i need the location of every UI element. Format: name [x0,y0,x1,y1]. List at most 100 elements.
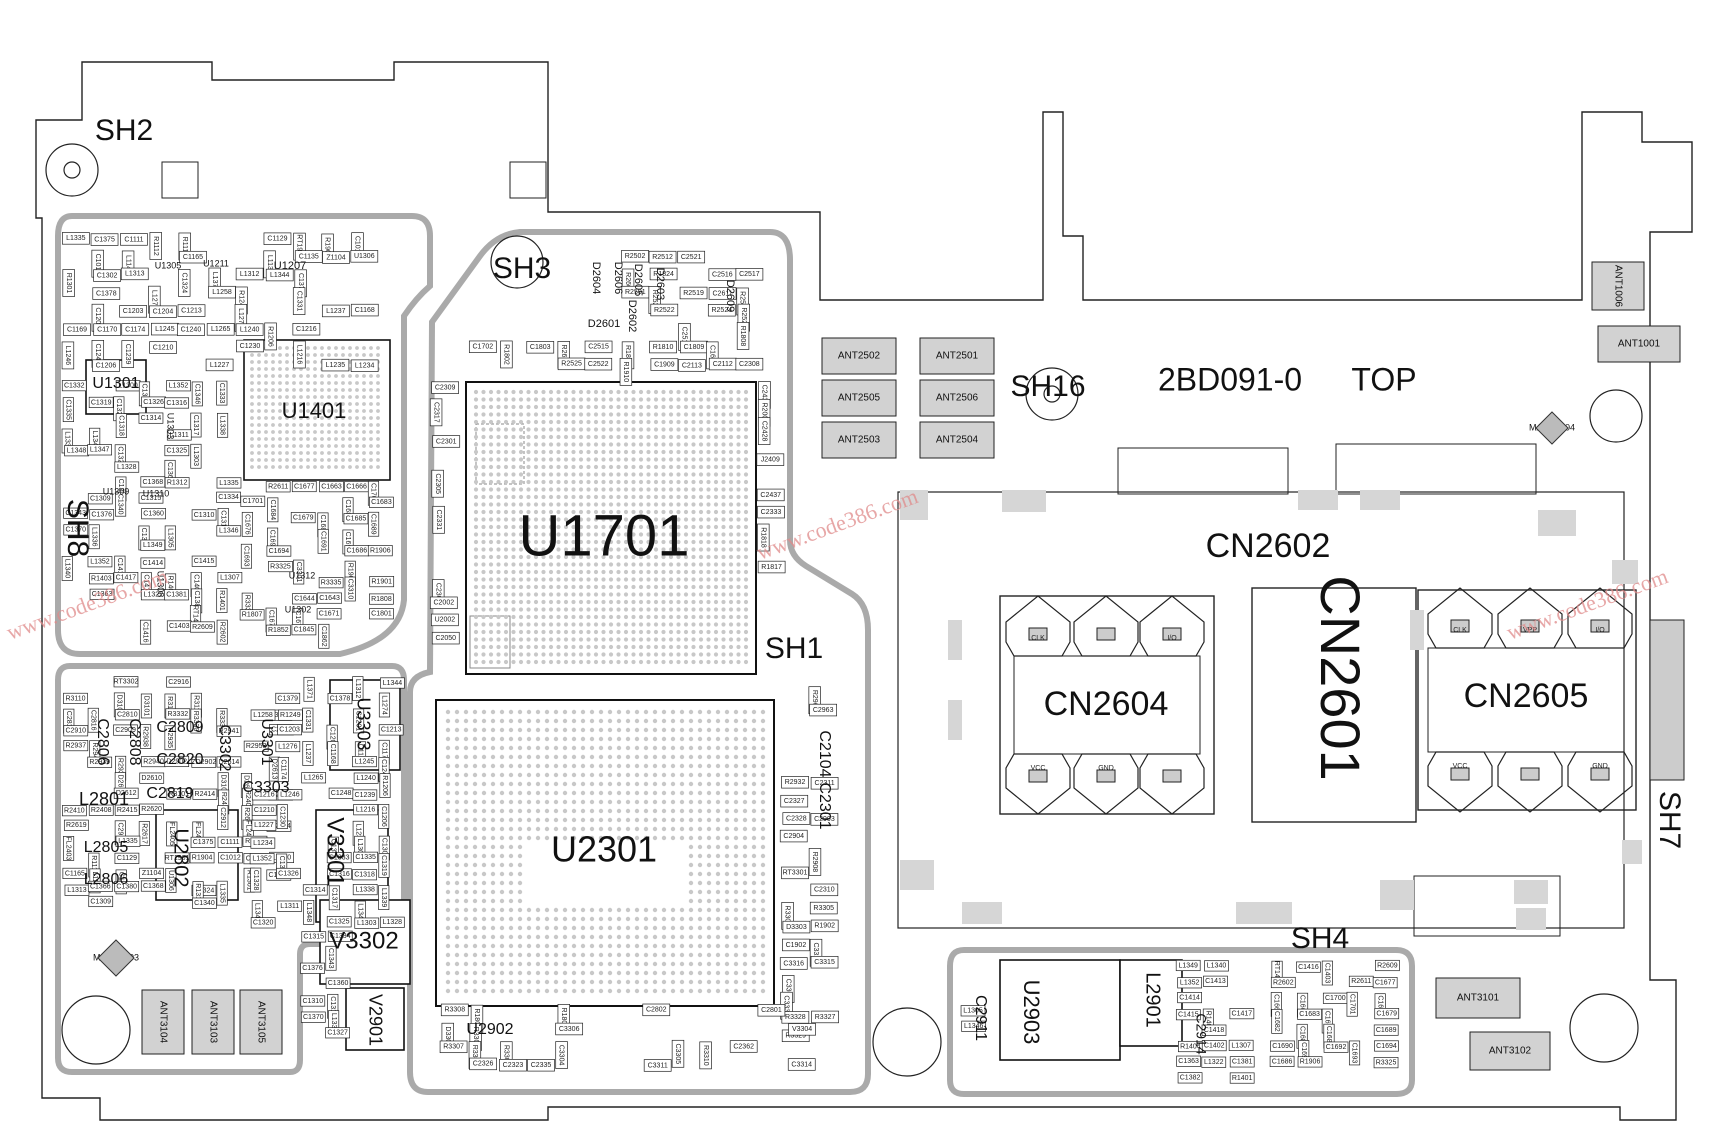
passive-label: R1808 [371,596,392,603]
passive-label: R1116 [90,855,97,875]
bga-pad [736,554,741,560]
bga-pad [548,599,554,605]
bga-pad [646,607,651,612]
bga-pad [670,745,676,751]
bga-pad [743,629,749,635]
bga-pad [742,871,748,877]
bga-pad [743,517,749,522]
bga-pad [571,419,576,425]
passive-component [379,773,391,798]
passive-component [811,1010,839,1024]
bga-pad [526,479,531,485]
bga-pad [653,517,659,522]
bga-pad [634,745,640,751]
bga-pad [292,437,296,441]
bga-pad [638,412,644,417]
bga-pad [653,509,659,515]
bga-pad [306,416,310,420]
bga-pad [556,532,561,537]
bga-pad [634,718,640,724]
bga-pad [728,434,734,440]
bga-pad [728,562,734,567]
bga-pad [472,880,478,886]
passive-label: L1344 [383,680,403,687]
passive-label: L1303 [357,920,377,927]
bga-pad [250,458,254,462]
bga-pad [472,799,478,805]
passive-component [192,897,217,909]
bga-pad [742,907,748,913]
passive-component [115,491,127,517]
passive-component [439,1040,468,1054]
bga-pad [661,961,667,967]
bga-pad [264,374,268,378]
bga-pad [548,494,554,500]
passive-component [756,488,785,502]
bga-pad [541,494,546,500]
passive-component [757,523,770,552]
bga-pad [355,423,359,427]
bga-pad [481,943,487,949]
sh7-strip [1649,619,1685,781]
bga-pad [691,487,696,492]
bga-pad [668,629,674,635]
bga-pad [299,458,303,462]
bga-pad [608,412,614,417]
bga-pad [751,754,757,760]
bga-pad [601,419,606,425]
bga-pad [264,423,268,427]
passive-label: L1335 [66,235,86,242]
bga-pad [706,494,711,500]
passive-component [782,920,811,934]
bga-pad [299,395,303,399]
bga-pad [698,464,704,470]
bga-pad [473,397,479,402]
passive-label: C1685 [1325,1026,1332,1047]
bga-pad [698,652,704,657]
bga-pad [541,517,546,522]
bga-pad [488,659,494,665]
passive-component [432,505,445,534]
bga-pad [499,961,505,967]
bga-pad [743,487,749,492]
bga-pad [634,934,640,940]
bga-pad [553,790,559,796]
bga-pad [760,952,766,958]
bga-pad [503,397,509,402]
bga-pad [593,457,599,462]
bga-pad [625,961,631,967]
bga-pad [661,577,666,582]
passive-label: L1336 [330,1013,337,1033]
bga-pad [742,961,748,967]
bga-pad [688,934,694,940]
bga-pad [616,961,622,967]
passive-component [649,340,677,354]
bga-pad [586,622,591,627]
bga-pad [571,607,576,612]
passive-label: R1401 [218,590,225,611]
bga-pad [544,790,550,796]
bga-pad [625,934,631,940]
passive-component [1271,1009,1283,1034]
bga-pad [623,524,629,530]
bga-pad [742,826,748,832]
bga-pad [608,652,614,657]
bga-pad [481,988,487,994]
bga-pad [548,404,554,410]
bga-pad [706,509,711,515]
passive-label: R3330 [192,711,199,732]
bga-pad [496,442,501,447]
bga-pad [517,961,523,967]
passive-component [268,561,293,573]
bga-pad [348,423,352,427]
passive-component [1175,1009,1201,1021]
bga-pad [601,554,606,560]
bga-pad [320,451,324,455]
designator-u2903: U2903 [1019,980,1044,1045]
bga-pad [517,799,523,805]
bga-pad [646,472,651,477]
bga-pad [713,412,719,417]
bga-pad [653,494,659,500]
bga-pad [517,772,523,778]
antenna-pad [141,989,185,1055]
